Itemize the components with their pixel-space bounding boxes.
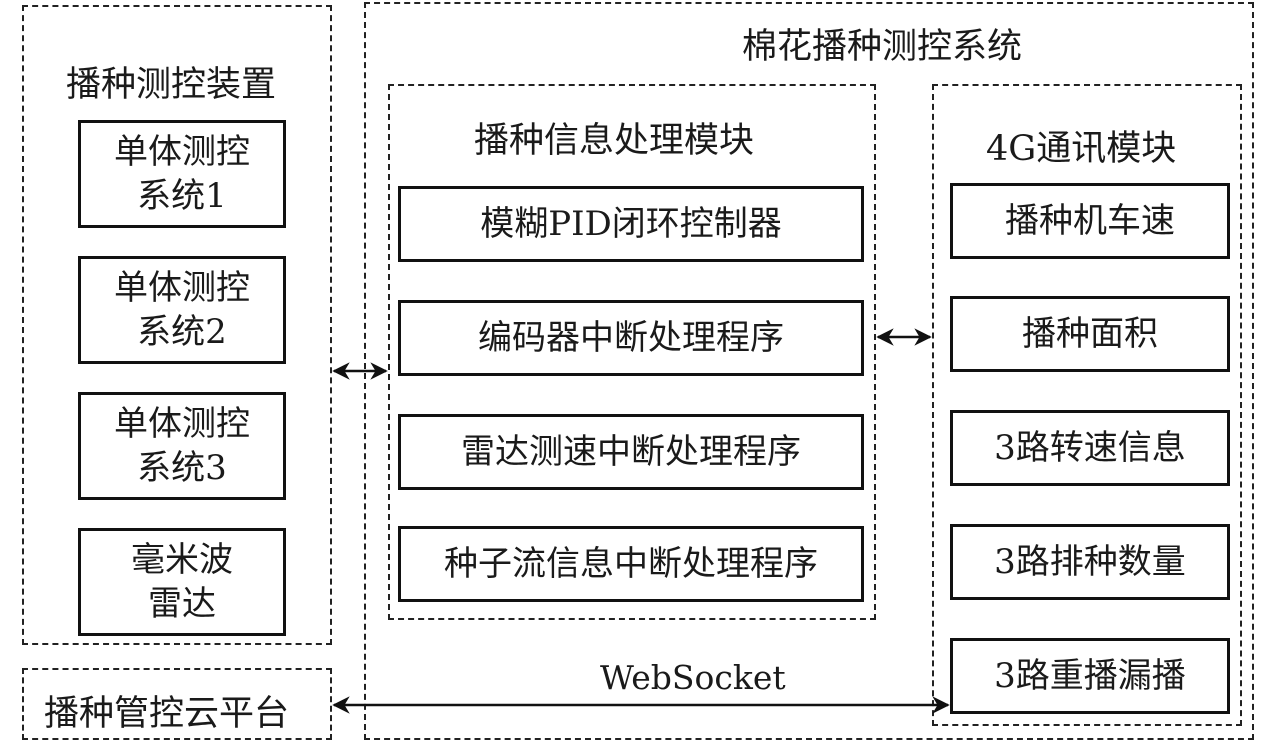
processing-item: 编码器中断处理程序 — [398, 300, 864, 376]
processing-item: 种子流信息中断处理程序 — [398, 526, 864, 602]
comm-module-frame — [932, 84, 1242, 726]
device-item: 毫米波 雷达 — [78, 528, 286, 636]
device-item: 单体测控 系统2 — [78, 256, 286, 364]
device-item-line1: 单体测控 — [114, 268, 250, 308]
comm-item: 播种面积 — [950, 296, 1230, 372]
processing-item: 雷达测速中断处理程序 — [398, 414, 864, 490]
processing-module-frame — [388, 84, 876, 620]
comm-item: 3路排种数量 — [950, 524, 1230, 600]
processing-item: 模糊PID闭环控制器 — [398, 186, 864, 262]
device-item-line1: 单体测控 — [114, 404, 250, 444]
device-item: 单体测控 系统1 — [78, 120, 286, 228]
device-group-frame — [22, 5, 332, 645]
device-item-line1: 毫米波 — [131, 540, 233, 580]
comm-item: 播种机车速 — [950, 183, 1230, 259]
comm-module-title: 4G通讯模块 — [986, 129, 1177, 169]
device-item-line2: 系统3 — [137, 448, 227, 488]
cloud-label: 播种管控云平台 — [44, 694, 290, 734]
websocket-label: WebSocket — [600, 658, 786, 697]
device-item-line1: 单体测控 — [114, 132, 250, 172]
device-item-line2: 系统1 — [137, 176, 227, 216]
cloud-frame — [22, 668, 332, 740]
system-title: 棉花播种测控系统 — [742, 27, 1023, 67]
device-item-line2: 系统2 — [137, 312, 227, 352]
device-group-title: 播种测控装置 — [66, 65, 277, 105]
processing-module-title: 播种信息处理模块 — [474, 121, 755, 161]
comm-item: 3路重播漏播 — [950, 638, 1230, 714]
device-item-line2: 雷达 — [148, 584, 216, 624]
comm-item: 3路转速信息 — [950, 410, 1230, 486]
device-item: 单体测控 系统3 — [78, 392, 286, 500]
